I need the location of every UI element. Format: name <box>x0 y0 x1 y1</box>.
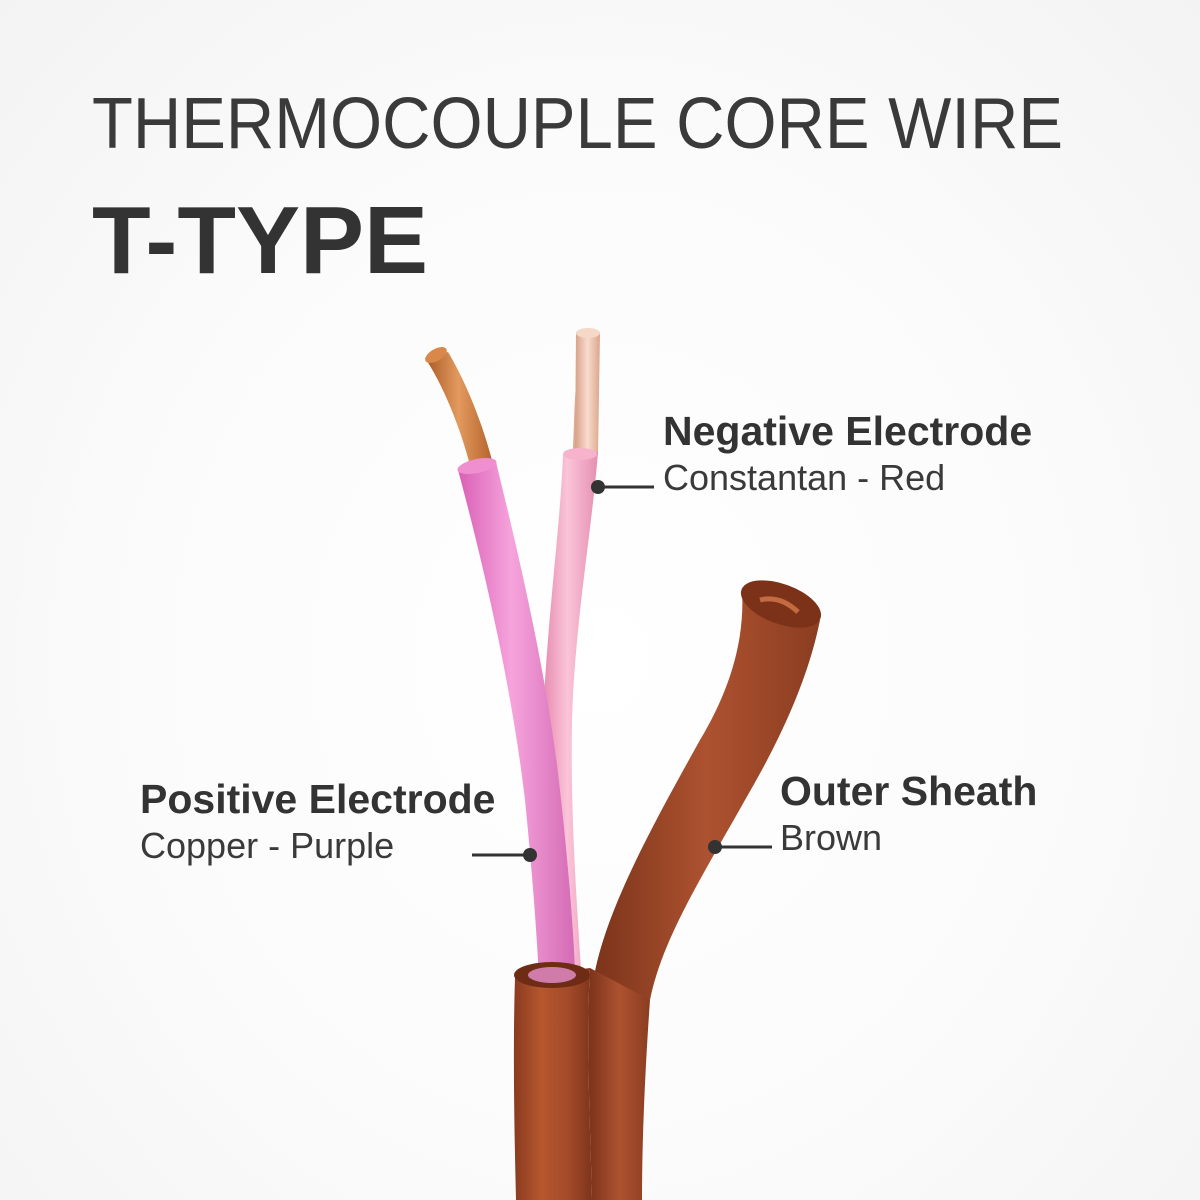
leader-positive <box>472 848 537 862</box>
negative-electrode-heading: Negative Electrode <box>663 408 1033 454</box>
positive-electrode-detail: Copper - Purple <box>140 825 395 867</box>
positive-electrode-heading: Positive Electrode <box>140 776 496 822</box>
positive-electrode-label: Positive Electrode Copper - Purple <box>140 776 495 867</box>
negative-electrode-detail: Constantan - Red <box>663 457 946 499</box>
leader-outer <box>708 840 772 854</box>
outer-sheath-label: Outer Sheath Brown <box>780 768 1037 859</box>
negative-electrode-label: Negative Electrode Constantan - Red <box>663 408 1032 499</box>
diagram-title: THERMOCOUPLE CORE WIRE <box>92 84 1063 164</box>
outer-sheath-body <box>513 962 650 1200</box>
leader-negative <box>591 480 654 494</box>
outer-sheath-flap <box>592 580 822 1000</box>
positive-electrode-wire <box>425 347 576 1000</box>
diagram-subtitle: T-TYPE <box>92 187 429 294</box>
outer-sheath-detail: Brown <box>780 817 883 859</box>
outer-sheath-heading: Outer Sheath <box>780 768 1038 814</box>
